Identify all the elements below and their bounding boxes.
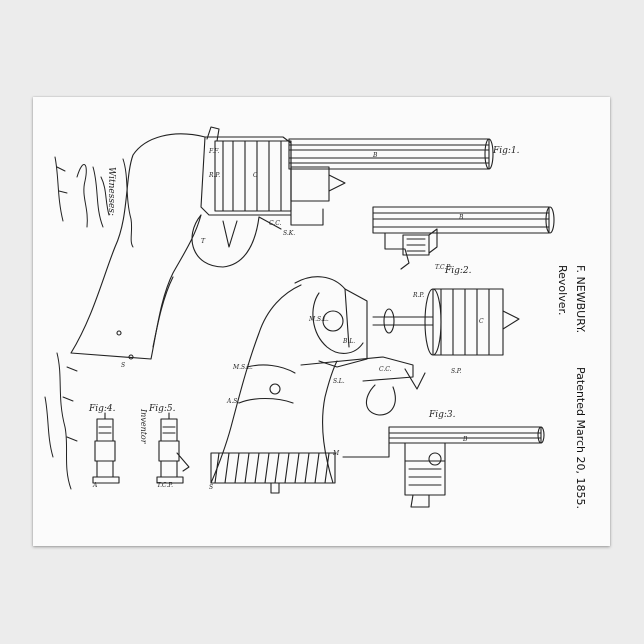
svg-text:C.C.: C.C. [379, 366, 392, 373]
witness-signatures [55, 157, 133, 247]
svg-text:M.S.L.: M.S.L. [232, 364, 253, 371]
fig1-revolver-drawing [71, 127, 493, 359]
svg-text:R.P.: R.P. [208, 172, 220, 179]
fig5-label: Fig:5. [148, 404, 176, 414]
fig4-label: Fig:4. [88, 404, 116, 414]
patent-drawing: F.F.R.P. CB C.C.S.K. TS BT.C.P. M.S.L.B.… [33, 97, 610, 546]
svg-text:A.S.: A.S. [226, 398, 239, 405]
svg-text:S: S [209, 484, 213, 491]
svg-text:B.L.: B.L. [342, 338, 355, 345]
fig2-label: Fig:2. [444, 266, 472, 276]
exploded-revolver-drawing [211, 277, 519, 493]
svg-text:M: M [332, 450, 340, 457]
inventor-signature [45, 353, 77, 489]
svg-text:S.P.: S.P. [451, 368, 462, 375]
inventor-heading: Inventor [139, 408, 148, 445]
svg-text:B: B [462, 436, 468, 443]
svg-text:M.S.L.: M.S.L. [308, 316, 329, 323]
witnesses-heading: Witnesses: [106, 167, 116, 216]
invention-title: Revolver. [556, 265, 569, 316]
fig3-detail-drawing [343, 427, 544, 507]
svg-text:C.C.: C.C. [269, 220, 282, 227]
svg-text:S.L.: S.L. [333, 378, 345, 385]
patent-date: Patented March 20, 1855. [574, 367, 587, 509]
fig4-detail-drawing [93, 413, 119, 483]
svg-text:A: A [92, 482, 98, 489]
fig3-label: Fig:3. [428, 410, 456, 420]
svg-text:S.K.: S.K. [283, 230, 295, 237]
svg-text:C: C [479, 318, 484, 325]
svg-text:C: C [253, 172, 258, 179]
svg-text:T.C.P.: T.C.P. [157, 482, 173, 489]
svg-text:B: B [458, 214, 464, 221]
svg-text:B: B [372, 152, 378, 159]
fig5-detail-drawing [157, 413, 189, 483]
svg-text:T: T [201, 238, 206, 245]
svg-text:F.F.: F.F. [208, 148, 219, 155]
patent-poster: F.F.R.P. CB C.C.S.K. TS BT.C.P. M.S.L.B.… [33, 97, 610, 546]
fig1-label: Fig:1. [492, 146, 520, 156]
svg-text:R.P.: R.P. [412, 292, 424, 299]
inventor-name: F. NEWBURY. [574, 265, 587, 333]
svg-text:S: S [121, 362, 125, 369]
fig2-barrel-drawing [373, 207, 554, 269]
